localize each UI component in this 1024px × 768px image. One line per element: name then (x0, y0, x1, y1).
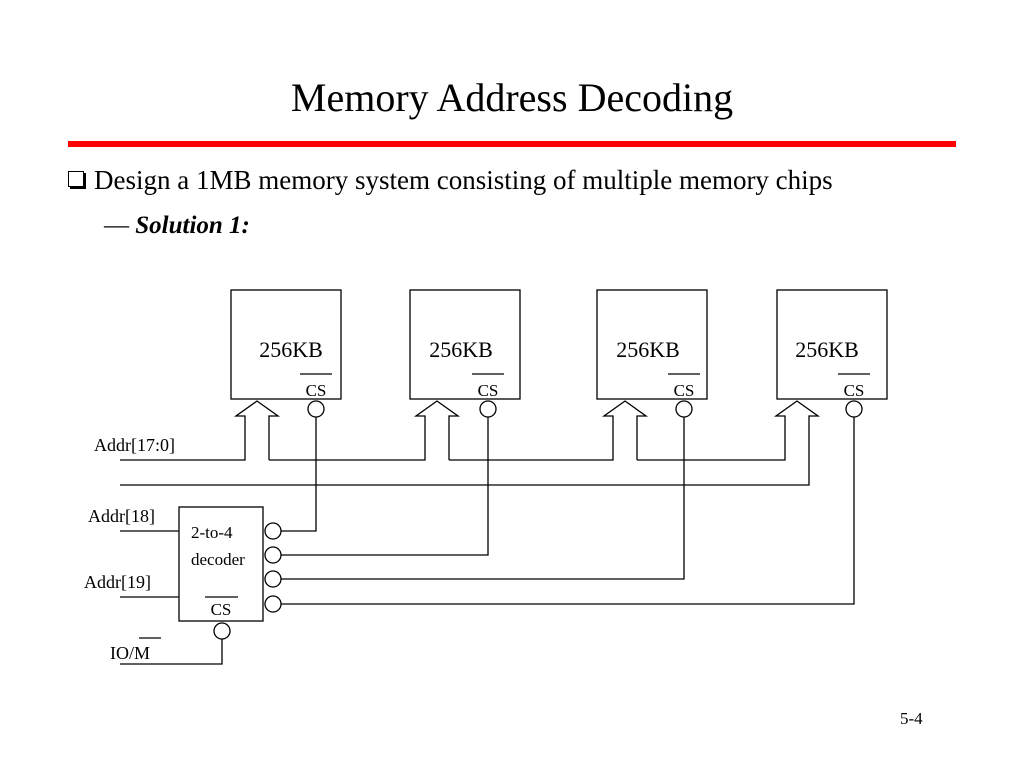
bus-arrow-1 (120, 400, 281, 461)
addr-low-label: Addr[17:0] (94, 435, 175, 455)
slide-title: Memory Address Decoding (290, 75, 734, 120)
decoder-label-line2: decoder (191, 550, 245, 569)
chip-cs-bubble (479, 400, 497, 418)
iom-label: IO/M (110, 643, 150, 663)
solution-label: Solution 1: (135, 212, 250, 239)
decoder-output-bubble-3 (264, 595, 282, 613)
bullet-text: Design a 1MB memory system consisting of… (94, 165, 833, 195)
iom-line (120, 639, 223, 665)
memory-chip-4: 256KB CS (776, 289, 888, 418)
decoder-output-bubble-1 (264, 546, 282, 564)
chip-cs-label: CS (674, 381, 695, 400)
select-line-chip-1 (281, 417, 317, 532)
memory-chip-1: 256KB CS (230, 289, 342, 418)
sub-bullet: — Solution 1: (104, 209, 250, 243)
decoder-cs-bubble (213, 622, 231, 640)
decoder-cs-label: CS (211, 600, 232, 619)
sub-bullet-dash: — (104, 212, 129, 239)
decoder-body (178, 506, 264, 622)
chip-size-label: 256KB (795, 337, 859, 362)
chip-size-label: 256KB (259, 337, 323, 362)
decoder: 2-to-4 decoder CS (178, 506, 282, 640)
memory-chip-2: 256KB CS (409, 289, 521, 418)
chip-cs-label: CS (306, 381, 327, 400)
bullet-item: Design a 1MB memory system consisting of… (68, 162, 833, 198)
chip-cs-label: CS (478, 381, 499, 400)
addr19-label: Addr[19] (84, 572, 151, 592)
address-bus: Addr[17:0] (94, 400, 821, 486)
select-line-chip-4 (281, 417, 855, 605)
memory-chip-3: 256KB CS (596, 289, 708, 418)
chip-body (776, 289, 888, 400)
addr18-label: Addr[18] (88, 506, 155, 526)
chip-body (409, 289, 521, 400)
chip-cs-bubble (845, 400, 863, 418)
chip-cs-bubble (675, 400, 693, 418)
decoder-output-bubble-2 (264, 570, 282, 588)
chip-cs-label: CS (844, 381, 865, 400)
chip-body (596, 289, 708, 400)
bus-arrow-4 (120, 400, 821, 486)
chip-body (230, 289, 342, 400)
chip-cs-bubble (307, 400, 325, 418)
chip-size-label: 256KB (429, 337, 493, 362)
decoder-label-line1: 2-to-4 (191, 523, 233, 542)
bus-arrow-3 (449, 400, 649, 461)
title-divider (68, 141, 956, 147)
select-line-chip-2 (281, 417, 489, 556)
chip-size-label: 256KB (616, 337, 680, 362)
select-line-chip-3 (281, 417, 685, 580)
page-number: 5-4 (900, 709, 923, 728)
decoder-output-bubble-0 (264, 522, 282, 540)
bullet-box-icon (68, 171, 84, 187)
bus-arrow-2 (269, 400, 461, 461)
